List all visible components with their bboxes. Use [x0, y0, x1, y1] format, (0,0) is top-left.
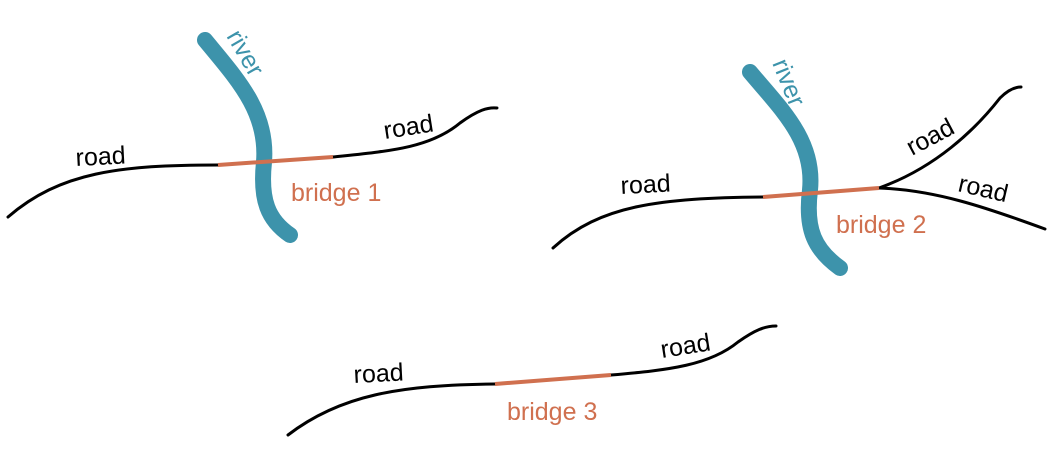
river	[197, 32, 298, 243]
road-line	[609, 324, 778, 377]
bridge-line	[217, 155, 334, 167]
road-line	[6, 163, 220, 219]
road-label: road	[75, 141, 126, 172]
bridge-line	[494, 373, 612, 386]
bridge-label: bridge 1	[291, 179, 381, 207]
road-label: road	[620, 169, 671, 200]
road-line	[877, 85, 1023, 190]
road-label: road	[902, 113, 959, 161]
road-line	[331, 106, 499, 159]
scene-bridge-2: river road road road bridge 2	[551, 55, 1047, 276]
scene-bridge-1: river road road bridge 1	[6, 25, 499, 243]
road-label: road	[353, 358, 404, 389]
bridge-label: bridge 3	[507, 398, 597, 426]
road-line	[551, 195, 765, 250]
scene-bridge-3: road road bridge 3	[286, 324, 778, 437]
road-label: road	[382, 109, 436, 144]
bridge-line	[762, 186, 880, 199]
road-line	[286, 382, 497, 437]
river	[742, 64, 848, 276]
road-line	[877, 186, 1047, 231]
bridge-label: bridge 2	[836, 211, 926, 239]
